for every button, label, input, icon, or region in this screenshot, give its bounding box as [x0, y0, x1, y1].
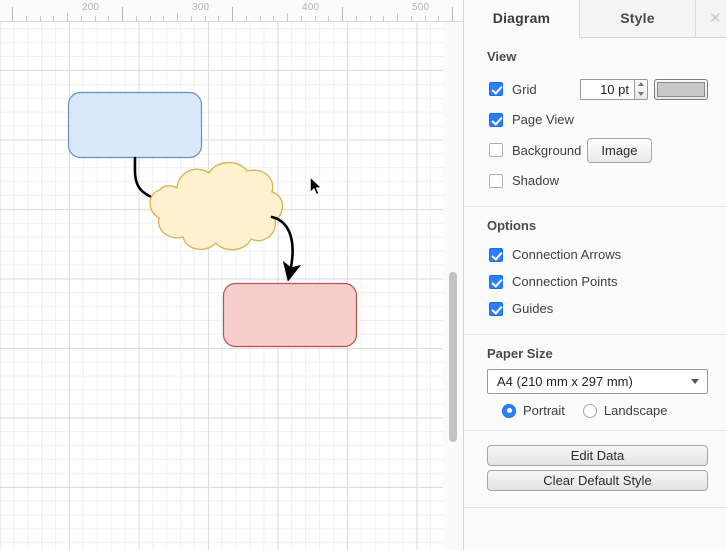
guides-row: Guides [464, 295, 726, 322]
ruler-tick [232, 7, 233, 21]
ruler-tick [108, 16, 109, 21]
paper-size-select[interactable]: A4 (210 mm x 297 mm) [487, 369, 708, 394]
actions-section: Edit Data Clear Default Style [464, 431, 726, 508]
grid-color-preview [657, 81, 705, 97]
landscape-radio[interactable] [582, 403, 597, 418]
background-row: Background Image [464, 133, 726, 167]
ruler-tick [287, 13, 288, 21]
ruler-tick [411, 16, 412, 21]
ruler-tick [370, 16, 371, 21]
ruler-tick [356, 16, 357, 21]
canvas-scroll-region[interactable] [0, 21, 463, 550]
ruler-tick [122, 7, 123, 21]
shadow-checkbox[interactable] [489, 173, 503, 188]
connection-arrows-label: Connection Arrows [512, 247, 622, 262]
ruler-label: 300 [192, 2, 210, 13]
grid-color-swatch[interactable] [654, 78, 708, 100]
ruler-tick [425, 16, 426, 21]
ruler-tick [328, 16, 329, 21]
tab-diagram[interactable]: Diagram [464, 0, 580, 38]
options-section-title: Options [487, 218, 537, 233]
clear-default-style-button[interactable]: Clear Default Style [487, 470, 708, 491]
connection-points-checkbox[interactable] [489, 274, 503, 289]
ruler-tick [205, 16, 206, 21]
ruler-tick [150, 16, 151, 21]
ruler-tick [438, 16, 439, 21]
ruler-tick [246, 16, 247, 21]
page-view-label: Page View [512, 112, 574, 127]
grid-size-control: 10 pt [580, 78, 648, 100]
ruler-tick [273, 16, 274, 21]
portrait-label: Portrait [523, 403, 565, 418]
connection-arrows-checkbox[interactable] [489, 247, 503, 262]
ruler-tick [177, 13, 178, 21]
ruler-tick [342, 7, 343, 21]
portrait-radio[interactable] [502, 403, 516, 418]
ruler-tick [95, 16, 96, 21]
page-view-checkbox[interactable] [489, 112, 503, 127]
close-icon[interactable]: ✕ [709, 10, 722, 27]
background-image-button[interactable]: Image [587, 137, 652, 163]
background-label: Background [512, 142, 582, 158]
canvas-area[interactable]: 200 300 400 500 [0, 0, 463, 550]
connection-points-row: Connection Points [464, 268, 726, 295]
ruler-tick [301, 16, 302, 21]
stepper-down-icon[interactable] [638, 91, 644, 96]
grid-size-stepper[interactable] [634, 78, 648, 100]
ruler-label: 400 [302, 2, 320, 13]
ruler-tick [383, 16, 384, 21]
chevron-down-icon[interactable] [691, 379, 699, 384]
paper-size-section: Paper Size A4 (210 mm x 297 mm) Portrait… [464, 335, 726, 431]
connection-arrows-row: Connection Arrows [464, 241, 726, 268]
paper-size-title: Paper Size [487, 346, 553, 361]
view-section: View Grid 10 pt Page View [464, 38, 726, 207]
ruler-tick [26, 16, 27, 21]
vertical-scrollbar-thumb[interactable] [449, 272, 457, 442]
ruler-tick [136, 16, 137, 21]
options-section: Options Connection Arrows Connection Poi… [464, 207, 726, 335]
horizontal-ruler: 200 300 400 500 [0, 0, 463, 22]
page-canvas[interactable] [0, 21, 443, 550]
orientation-row: Portrait Landscape [464, 394, 726, 418]
grid-size-input[interactable]: 10 pt [580, 78, 634, 100]
grid-row: Grid 10 pt [464, 72, 726, 106]
ruler-tick [12, 7, 13, 21]
stepper-up-icon[interactable] [638, 82, 644, 87]
ruler-tick [191, 16, 192, 21]
ruler-tick [40, 16, 41, 21]
background-checkbox[interactable] [489, 143, 503, 157]
guides-label: Guides [512, 301, 554, 316]
landscape-label: Landscape [603, 403, 668, 418]
ruler-tick [452, 7, 453, 21]
shadow-row: Shadow [464, 167, 726, 194]
ruler-tick [163, 16, 164, 21]
panel-tabbar: Diagram Style ✕ [464, 0, 726, 38]
format-panel: Diagram Style ✕ View Grid 10 pt [463, 0, 726, 550]
paper-size-value: A4 (210 mm x 297 mm) [497, 374, 633, 389]
ruler-label: 500 [412, 2, 430, 13]
tab-style[interactable]: Style [580, 0, 696, 37]
ruler-tick [315, 16, 316, 21]
vertical-scrollbar[interactable] [448, 21, 459, 550]
view-section-title: View [487, 49, 517, 64]
ruler-tick [218, 16, 219, 21]
ruler-label: 200 [82, 2, 100, 13]
panel-close-area[interactable]: ✕ [696, 0, 726, 37]
shadow-label: Shadow [512, 173, 559, 188]
ruler-tick [260, 16, 261, 21]
ruler-tick [53, 16, 54, 21]
guides-checkbox[interactable] [489, 301, 503, 316]
page-view-row: Page View [464, 106, 726, 133]
ruler-tick [397, 13, 398, 21]
ruler-tick [67, 13, 68, 21]
grid-checkbox[interactable] [489, 82, 503, 96]
ruler-tick [81, 16, 82, 21]
connection-points-label: Connection Points [512, 274, 618, 289]
grid-label: Grid [512, 81, 537, 97]
edit-data-button[interactable]: Edit Data [487, 445, 708, 466]
